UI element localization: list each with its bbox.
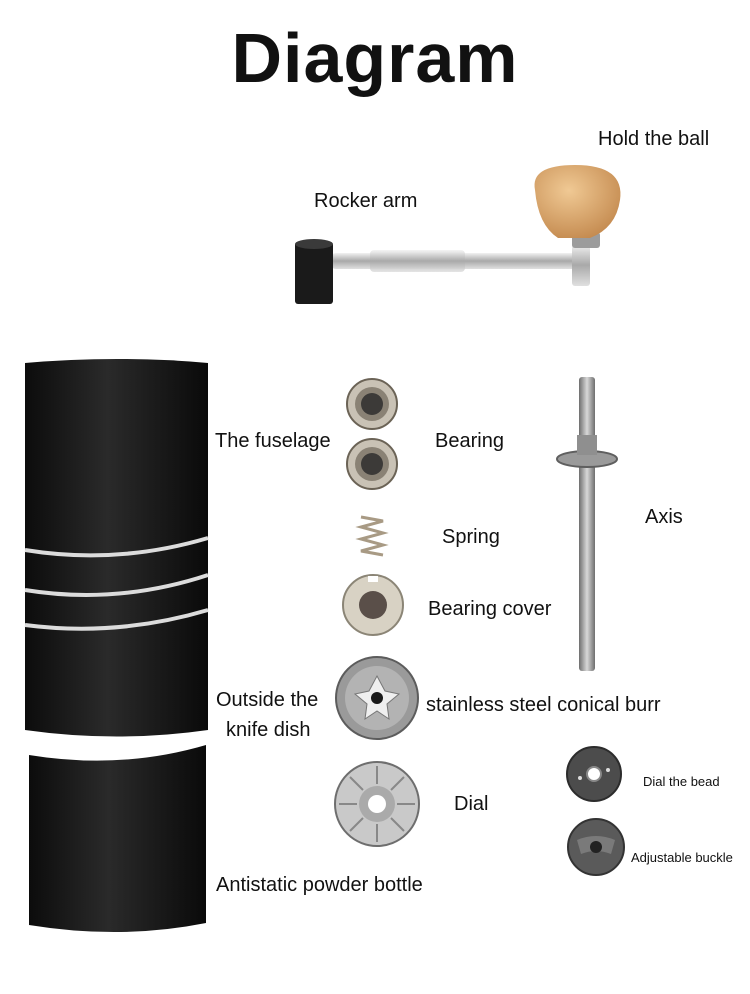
- fuselage-image: [24, 359, 209, 737]
- dial-bead-label: Dial the bead: [643, 774, 720, 789]
- bearing-label: Bearing: [435, 430, 504, 452]
- conical-burr-image: [335, 656, 419, 740]
- hold-the-ball-label: Hold the ball: [598, 128, 710, 150]
- powder-bottle-image: [29, 745, 206, 933]
- rocker-arm-image: [295, 165, 621, 304]
- conical-burr-label: stainless steel conical burr: [426, 694, 661, 716]
- spring-image: [355, 515, 389, 557]
- axis-image: [556, 377, 618, 671]
- dial-bead-image: [566, 746, 622, 802]
- dial-label: Dial: [454, 793, 489, 815]
- bearing-bottom-image: [346, 438, 398, 490]
- bearing-cover-label: Bearing cover: [428, 598, 552, 620]
- axis-label: Axis: [645, 506, 683, 528]
- bearing-top-image: [346, 378, 398, 430]
- bearing-cover-image: [342, 574, 404, 636]
- dial-image: [334, 761, 420, 847]
- rocker-arm-label: Rocker arm: [314, 190, 418, 212]
- antistatic-bottle-label: Antistatic powder bottle: [216, 874, 423, 896]
- fuselage-label: The fuselage: [215, 430, 331, 452]
- adjustable-buckle-label: Adjustable buckle: [631, 850, 733, 865]
- outside-knife-dish-label-line1: Outside the: [216, 689, 319, 711]
- adjustable-buckle-image: [567, 818, 625, 876]
- page-title: Diagram: [231, 19, 519, 97]
- spring-label: Spring: [442, 526, 500, 548]
- outside-knife-dish-label-line2: knife dish: [226, 719, 311, 741]
